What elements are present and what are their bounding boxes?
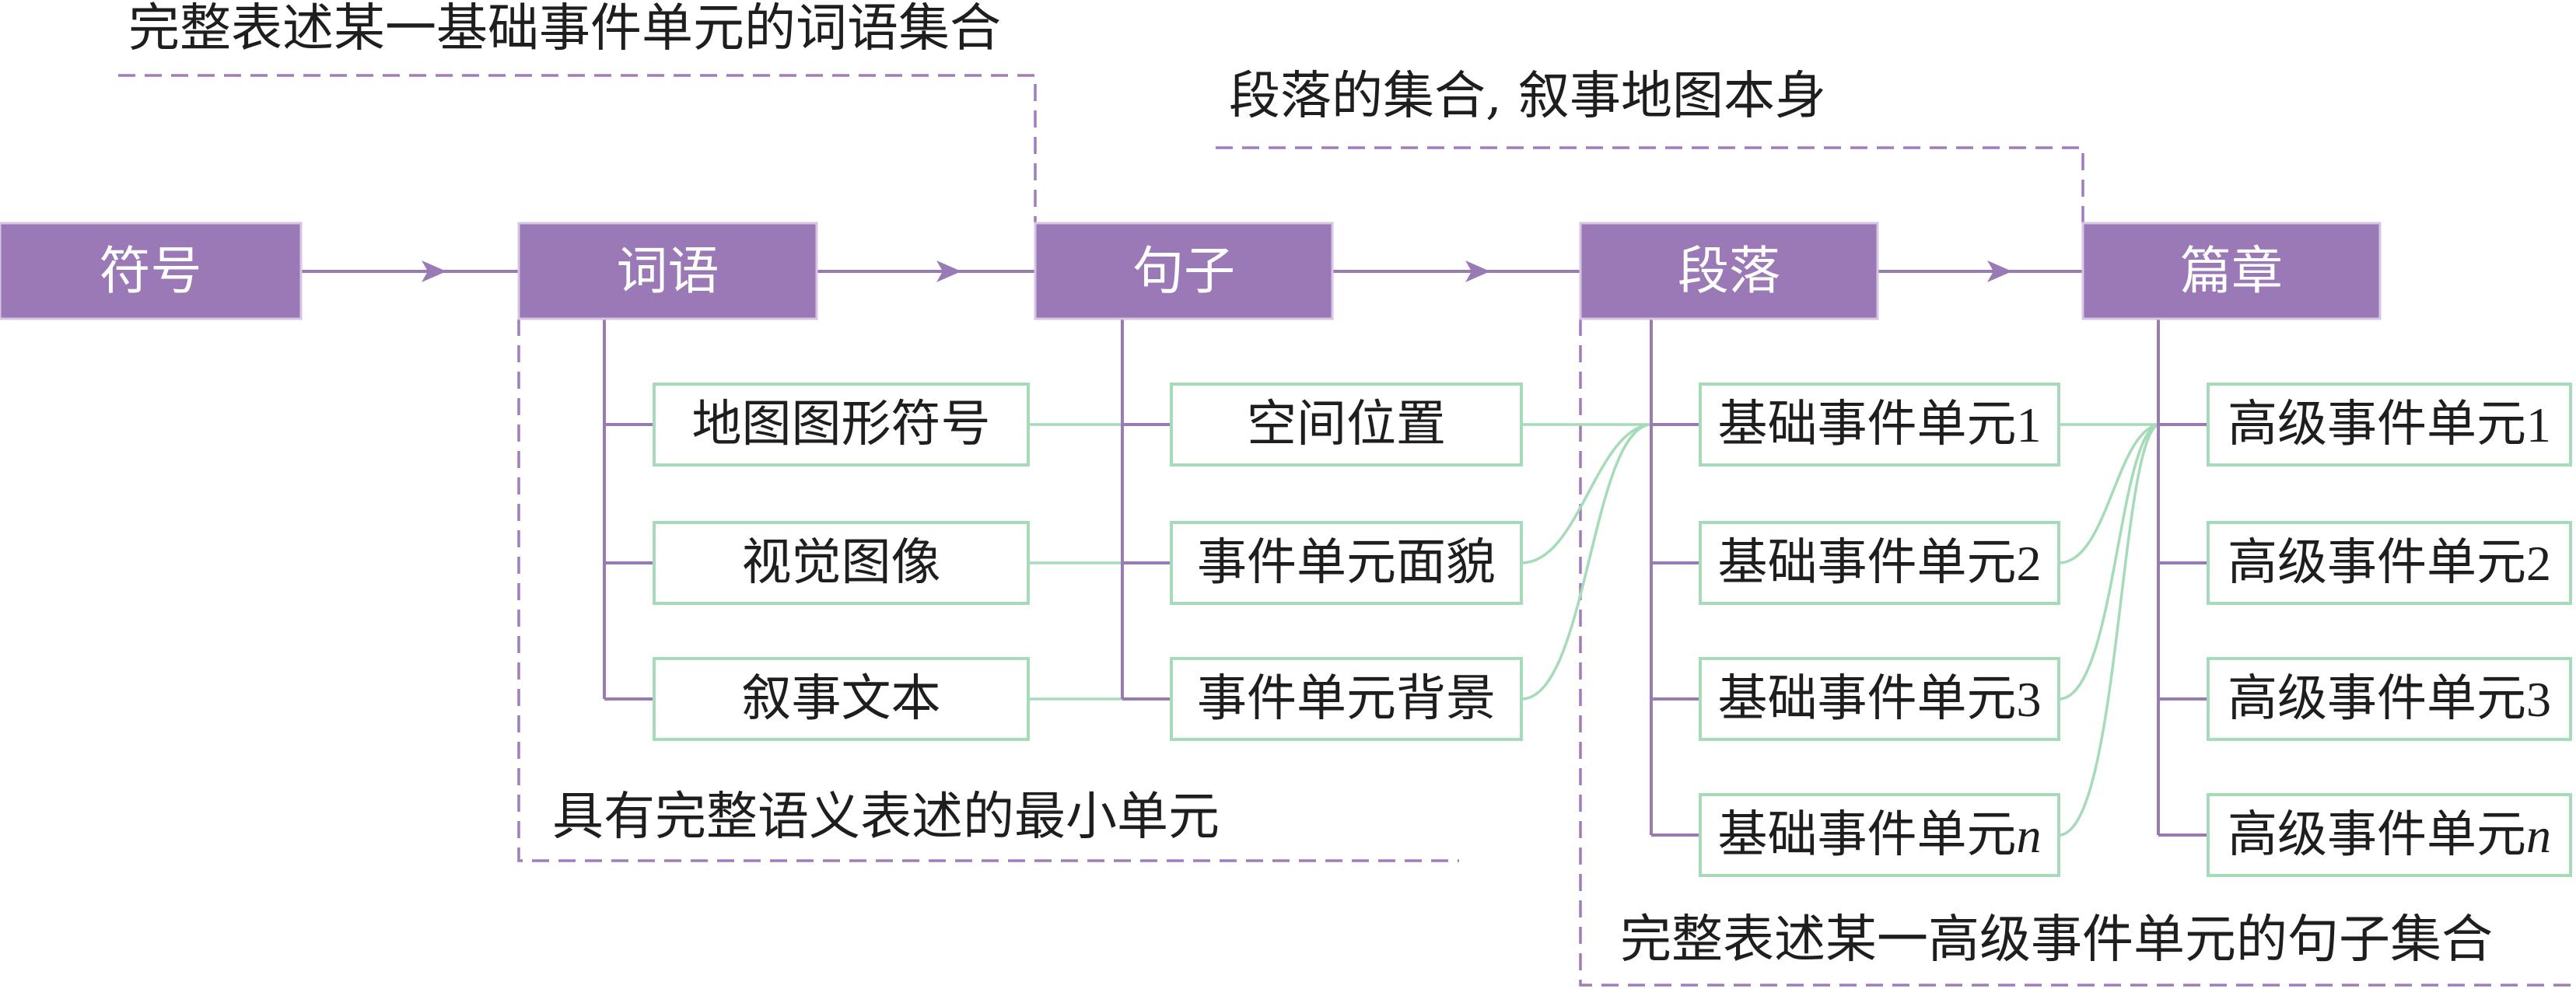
level-label: 词语 bbox=[617, 241, 719, 301]
sentence-item-event-appearance: 事件单元面貌 bbox=[1170, 521, 1523, 605]
sub-label: 事件单元背景 bbox=[1197, 670, 1496, 728]
level-box bbox=[517, 222, 818, 320]
sub-label: 叙事文本 bbox=[742, 670, 941, 728]
connector-word-tree bbox=[603, 319, 654, 701]
arrow-head-sentence-to-paragraph bbox=[1465, 260, 1490, 282]
level-label: 符号 bbox=[100, 241, 202, 301]
level-sentence: 句子 bbox=[1034, 222, 1334, 320]
level-box bbox=[1579, 222, 1879, 320]
sentence-set-bracket bbox=[1579, 319, 2571, 987]
arrow-head-word-to-sentence bbox=[936, 260, 961, 282]
arrow-head-symbol-to-word bbox=[422, 260, 446, 282]
level-word: 词语 bbox=[517, 222, 818, 320]
sub-box bbox=[1699, 657, 2060, 741]
paragraph-item-basic-event-n: 基础事件单元n bbox=[1699, 793, 2060, 877]
sub-box bbox=[1170, 383, 1523, 467]
level-paragraph: 段落 bbox=[1579, 222, 1879, 320]
arrow-head-paragraph-to-discourse bbox=[1987, 260, 2012, 282]
sub-label: 基础事件单元n bbox=[1718, 806, 2042, 864]
sub-label-index: 1 bbox=[2017, 397, 2042, 453]
sub-label-index: 3 bbox=[2017, 672, 2042, 727]
sub-label-index: 1 bbox=[2526, 397, 2551, 453]
sub-label: 基础事件单元3 bbox=[1718, 670, 2042, 728]
paragraph-item-basic-event-1: 基础事件单元1 bbox=[1699, 383, 2060, 467]
connector-discourse-tree bbox=[2157, 319, 2208, 837]
sub-label-text: 高级事件单元 bbox=[2228, 806, 2526, 864]
sub-label-text: 基础事件单元 bbox=[1718, 396, 2017, 453]
discourse-item-advanced-event-n: 高级事件单元n bbox=[2207, 793, 2572, 877]
sub-label: 高级事件单元n bbox=[2228, 806, 2551, 864]
discourse-item-advanced-event-3: 高级事件单元3 bbox=[2207, 657, 2572, 741]
link-paragraph-row4-curve bbox=[2058, 423, 2159, 837]
word-set-annotation: 完整表述某一基础事件单元的词语集合 bbox=[128, 0, 1001, 58]
sub-label-index: n bbox=[2526, 808, 2551, 863]
sub-label-text: 高级事件单元 bbox=[2228, 534, 2526, 592]
word-set-bracket bbox=[118, 74, 1037, 223]
link-sentence-row2-curve bbox=[1521, 423, 1650, 564]
paragraph-set-bracket bbox=[1216, 146, 2084, 223]
level-discourse: 篇章 bbox=[2081, 222, 2382, 320]
sub-label: 空间位置 bbox=[1247, 396, 1446, 453]
sub-box bbox=[2207, 657, 2572, 741]
paragraph-item-basic-event-2: 基础事件单元2 bbox=[1699, 521, 2060, 605]
sentence-item-spatial-position: 空间位置 bbox=[1170, 383, 1523, 467]
level-label: 篇章 bbox=[2180, 241, 2283, 301]
sub-label: 事件单元面貌 bbox=[1197, 534, 1496, 592]
sub-box bbox=[653, 657, 1030, 741]
link-paragraph-row3-curve bbox=[2058, 423, 2159, 701]
sub-box bbox=[653, 521, 1030, 605]
sub-label: 地图图形符号 bbox=[692, 396, 991, 453]
sub-label-index: 2 bbox=[2526, 536, 2551, 591]
sentence-set-annotation: 完整表述某一高级事件单元的句子集合 bbox=[1620, 910, 2493, 970]
sub-box bbox=[1699, 793, 2060, 877]
sub-label: 视觉图像 bbox=[742, 534, 941, 592]
level-label: 段落 bbox=[1678, 241, 1780, 301]
word-item-map-symbol: 地图图形符号 bbox=[653, 383, 1030, 467]
sub-label-text: 基础事件单元 bbox=[1718, 806, 2017, 864]
sub-box bbox=[1699, 383, 2060, 467]
word-item-visual-image: 视觉图像 bbox=[653, 521, 1030, 605]
discourse-item-advanced-event-1: 高级事件单元1 bbox=[2207, 383, 2572, 467]
sub-box bbox=[1699, 521, 2060, 605]
sub-label-index: n bbox=[2017, 808, 2042, 863]
sub-box bbox=[2207, 793, 2572, 877]
discourse-item-advanced-event-2: 高级事件单元2 bbox=[2207, 521, 2572, 605]
sub-label: 基础事件单元2 bbox=[1718, 534, 2042, 592]
sub-label-text: 高级事件单元 bbox=[2228, 396, 2526, 453]
sub-label-index: 3 bbox=[2526, 672, 2551, 727]
min-semantic-unit-bracket bbox=[517, 319, 1459, 862]
link-paragraph-row2-curve bbox=[2058, 423, 2159, 564]
sentence-item-event-background: 事件单元背景 bbox=[1170, 657, 1523, 741]
sub-label-index: 2 bbox=[2017, 536, 2042, 591]
connector-sentence-tree bbox=[1121, 319, 1171, 701]
connector-paragraph-tree bbox=[1650, 319, 1700, 837]
sub-label: 高级事件单元3 bbox=[2228, 670, 2551, 728]
paragraph-set-annotation: 段落的集合, 叙事地图本身 bbox=[1229, 66, 1826, 126]
sub-label: 高级事件单元1 bbox=[2228, 396, 2551, 453]
sub-label: 基础事件单元1 bbox=[1718, 396, 2042, 453]
word-item-narrative-text: 叙事文本 bbox=[653, 657, 1030, 741]
sub-label-text: 基础事件单元 bbox=[1718, 534, 2017, 592]
sub-label-text: 基础事件单元 bbox=[1718, 670, 2017, 728]
sub-label-text: 高级事件单元 bbox=[2228, 670, 2526, 728]
min-semantic-unit-annotation: 具有完整语义表述的最小单元 bbox=[552, 787, 1220, 847]
link-sentence-row3-curve bbox=[1521, 423, 1650, 701]
sub-label: 高级事件单元2 bbox=[2228, 534, 2551, 592]
sub-box bbox=[1170, 521, 1523, 605]
level-box bbox=[0, 222, 303, 320]
paragraph-item-basic-event-3: 基础事件单元3 bbox=[1699, 657, 2060, 741]
sub-box bbox=[2207, 383, 2572, 467]
level-box bbox=[2081, 222, 2382, 320]
sub-box bbox=[1170, 657, 1523, 741]
sub-box bbox=[653, 383, 1030, 467]
sub-box bbox=[2207, 521, 2572, 605]
level-label: 句子 bbox=[1132, 241, 1235, 301]
level-box bbox=[1034, 222, 1334, 320]
level-symbol: 符号 bbox=[0, 222, 303, 320]
